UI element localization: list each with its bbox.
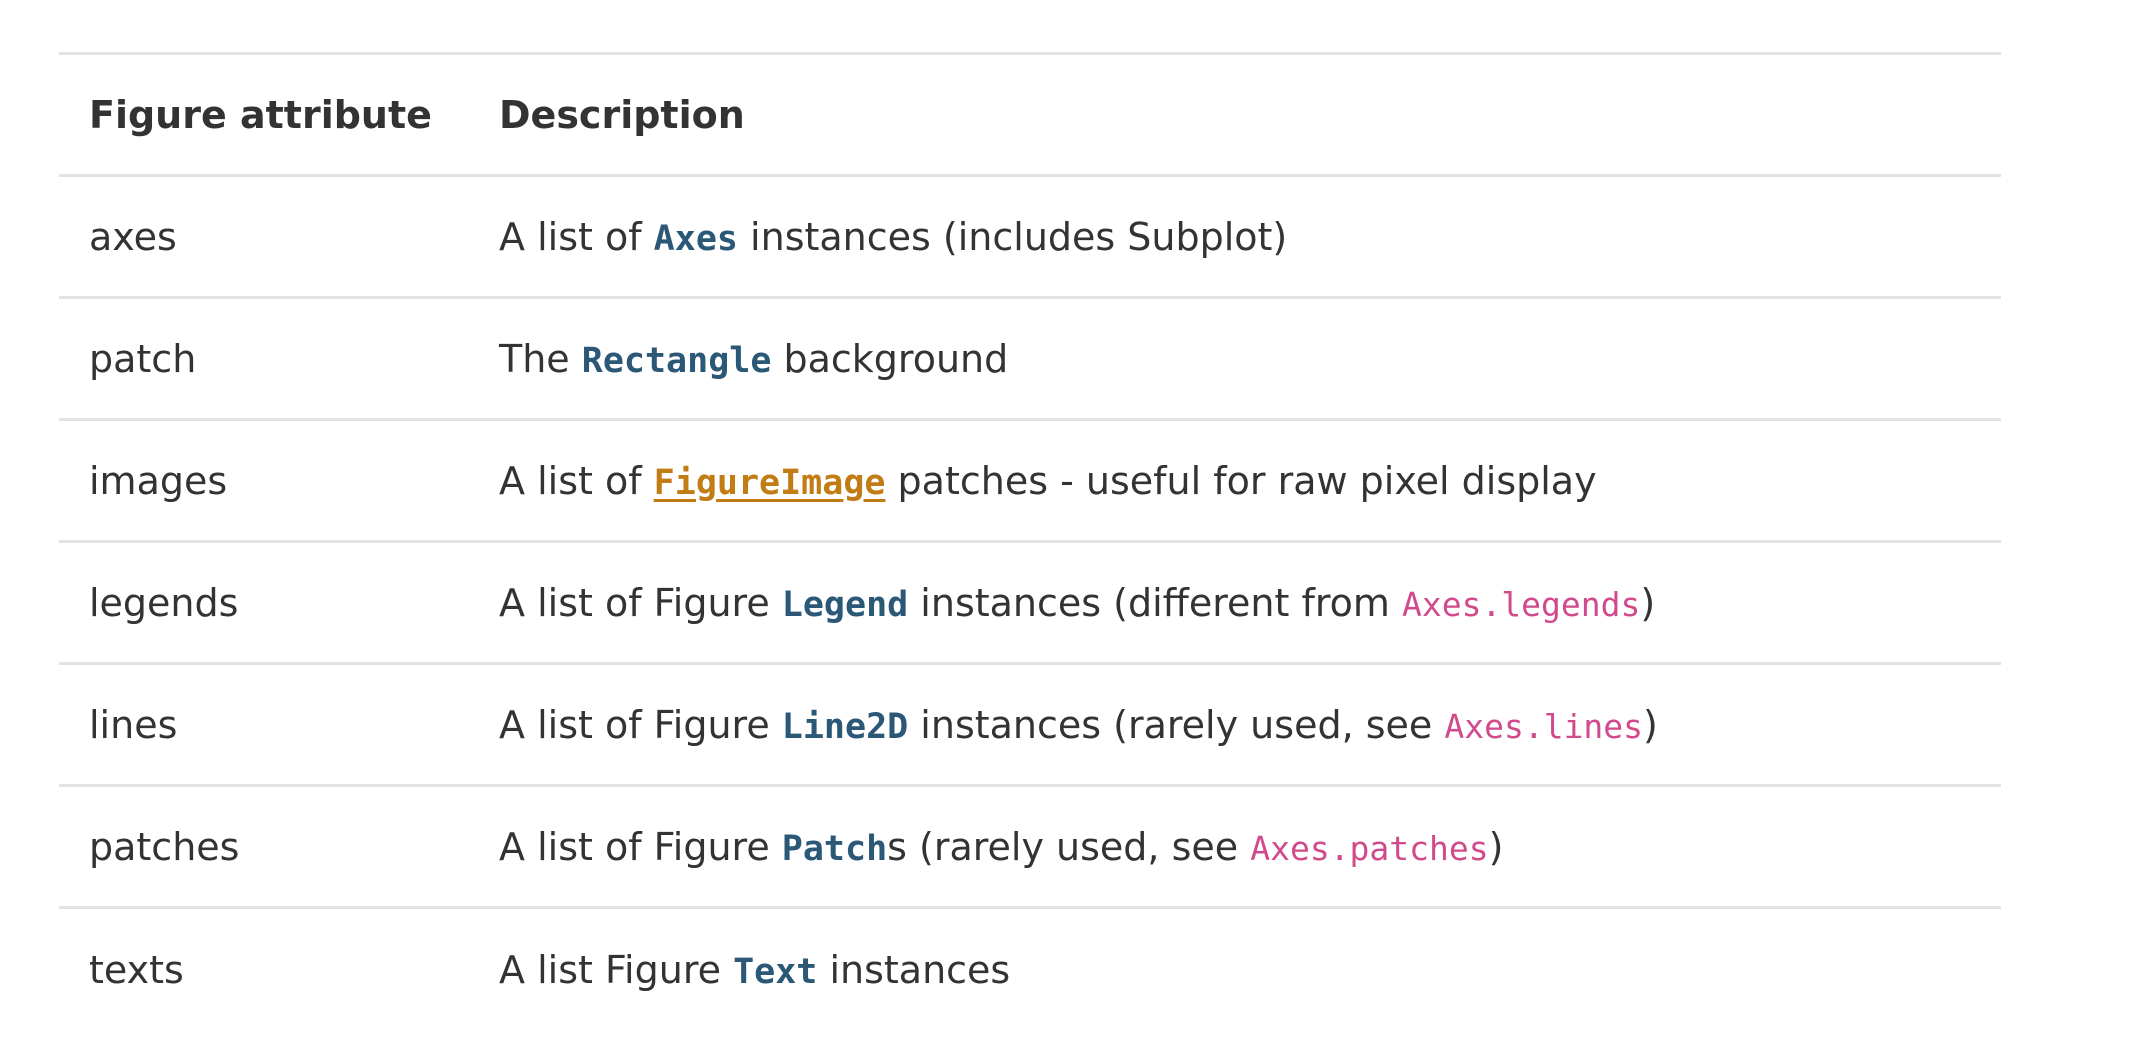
axes-legends-literal: Axes.legends bbox=[1401, 584, 1641, 624]
description-text: A list of Figure bbox=[499, 580, 782, 625]
description-text: A list of bbox=[499, 214, 654, 259]
figureimage-link[interactable]: FigureImage bbox=[653, 462, 886, 503]
attribute-description: A list of Figure Line2D instances (rarel… bbox=[499, 703, 2001, 747]
description-text: ) bbox=[1640, 580, 1656, 625]
table-row: images A list of FigureImage patches - u… bbox=[59, 421, 2001, 543]
rectangle-class-ref: Rectangle bbox=[581, 340, 772, 381]
description-text: s (rarely used, see bbox=[887, 824, 1251, 869]
table-row: patch The Rectangle background bbox=[59, 299, 2001, 421]
description-text: The bbox=[499, 336, 582, 381]
description-text: A list of bbox=[499, 458, 654, 503]
patch-class-ref: Patch bbox=[781, 828, 888, 869]
description-text: ) bbox=[1643, 702, 1658, 747]
attribute-description: A list of Figure Legend instances (diffe… bbox=[499, 581, 2001, 625]
attribute-description: A list of Axes instances (includes Subpl… bbox=[499, 215, 2001, 259]
attribute-name: patch bbox=[89, 336, 197, 381]
text-class-ref: Text bbox=[733, 952, 818, 992]
header-figure-attribute: Figure attribute bbox=[89, 92, 432, 137]
description-text: instances (different from bbox=[908, 580, 1402, 625]
description-text: instances bbox=[817, 948, 1011, 992]
line2d-class-ref: Line2D bbox=[781, 706, 909, 747]
description-text: instances (rarely used, see bbox=[908, 702, 1445, 747]
attribute-description: A list of FigureImage patches - useful f… bbox=[499, 459, 2001, 503]
attribute-name: legends bbox=[89, 580, 239, 625]
table-row: lines A list of Figure Line2D instances … bbox=[59, 665, 2001, 787]
description-text: instances (includes Subplot) bbox=[737, 214, 1288, 259]
attribute-name: images bbox=[89, 458, 228, 503]
figure-attributes-table: Figure attribute Description axes A list… bbox=[59, 52, 2001, 1031]
attribute-description: A list Figure Text instances bbox=[499, 948, 2001, 992]
axes-class-ref: Axes bbox=[653, 218, 738, 259]
attribute-description: A list of Figure Patchs (rarely used, se… bbox=[499, 825, 2001, 869]
attribute-name: axes bbox=[89, 214, 177, 259]
header-description: Description bbox=[499, 92, 745, 137]
table-header-row: Figure attribute Description bbox=[59, 55, 2001, 177]
table-row: texts A list Figure Text instances bbox=[59, 909, 2001, 1031]
description-text: background bbox=[771, 336, 1009, 381]
table-row: patches A list of Figure Patchs (rarely … bbox=[59, 787, 2001, 909]
description-text: A list of Figure bbox=[499, 702, 782, 747]
axes-lines-literal: Axes.lines bbox=[1444, 706, 1644, 746]
description-text: ) bbox=[1488, 824, 1504, 869]
attribute-name: patches bbox=[89, 824, 240, 869]
description-text: A list of Figure bbox=[499, 824, 782, 869]
description-text: A list Figure bbox=[499, 948, 734, 992]
attribute-description: The Rectangle background bbox=[499, 337, 2001, 381]
table-row: legends A list of Figure Legend instance… bbox=[59, 543, 2001, 665]
attribute-name: texts bbox=[89, 948, 184, 992]
description-text: patches - useful for raw pixel display bbox=[885, 458, 1597, 503]
table-row: axes A list of Axes instances (includes … bbox=[59, 177, 2001, 299]
axes-patches-literal: Axes.patches bbox=[1250, 828, 1489, 868]
legend-class-ref: Legend bbox=[781, 584, 909, 625]
attribute-name: lines bbox=[89, 702, 178, 747]
